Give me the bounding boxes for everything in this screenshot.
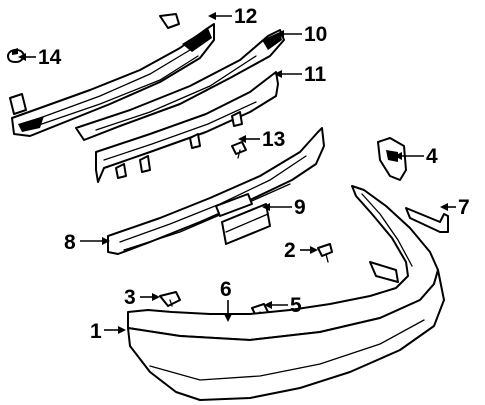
- part-12-reinforcement-beam: [9, 13, 215, 137]
- part-4-side-bracket: [377, 137, 407, 181]
- part-7-angle-bracket: [405, 207, 449, 233]
- callout-4-label: 4: [426, 145, 438, 168]
- callout-4: 4: [394, 145, 438, 168]
- callout-6: 6: [220, 278, 232, 322]
- callout-3: 3: [124, 286, 160, 309]
- callout-14: 14: [18, 46, 62, 69]
- part-3-retainer: [159, 291, 181, 307]
- part-10-energy-absorber: [75, 29, 285, 141]
- callout-5-label: 5: [290, 294, 302, 317]
- callout-10: 10: [276, 23, 327, 46]
- part-2-screw: [317, 243, 333, 263]
- callout-5: 5: [264, 294, 302, 317]
- callout-10-label: 10: [304, 23, 327, 46]
- callout-2: 2: [284, 239, 318, 262]
- part-13-bolt: [231, 141, 247, 159]
- callout-12-label: 12: [234, 5, 257, 28]
- callout-8: 8: [64, 231, 110, 254]
- callout-13: 13: [238, 128, 285, 151]
- callout-9-label: 9: [294, 196, 306, 219]
- callout-12: 12: [208, 5, 257, 28]
- callout-1-label: 1: [90, 320, 102, 343]
- callout-2-label: 2: [284, 239, 296, 262]
- callout-11-label: 11: [304, 63, 327, 86]
- callout-13-label: 13: [262, 128, 285, 151]
- callout-11: 11: [274, 63, 327, 86]
- part-14-push-clip: [7, 48, 25, 63]
- part-1-bumper-cover: [127, 185, 445, 401]
- callout-3-label: 3: [124, 286, 136, 309]
- part-9-plate-trim: [221, 203, 271, 245]
- part-8-face-bar: [107, 127, 325, 255]
- callout-9: 9: [262, 196, 306, 219]
- callout-6-label: 6: [220, 278, 232, 301]
- part-11-lower-absorber: [95, 71, 279, 183]
- callout-1: 1: [90, 320, 126, 343]
- callout-7: 7: [440, 196, 470, 219]
- callout-7-label: 7: [458, 196, 470, 219]
- callout-14-label: 14: [38, 46, 62, 69]
- callout-8-label: 8: [64, 231, 76, 254]
